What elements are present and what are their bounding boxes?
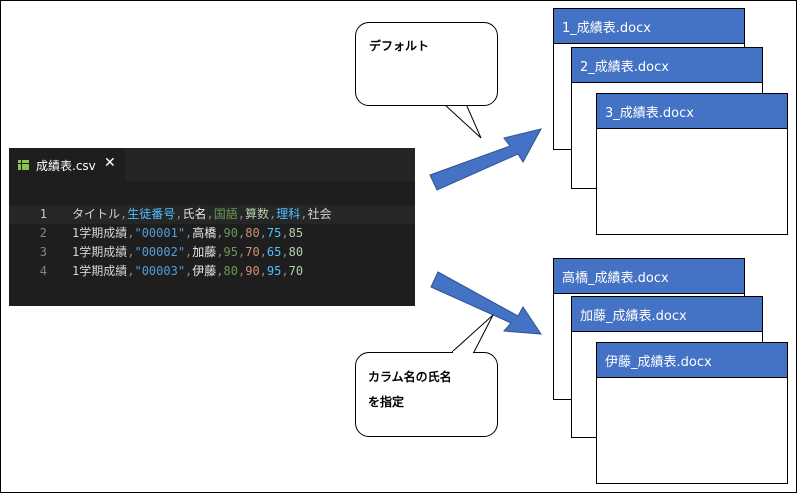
bubble-tail-default <box>443 103 482 139</box>
speech-bubble-default: デフォルト <box>355 22 498 106</box>
code-token: "00001" <box>134 226 186 240</box>
code-token: , <box>185 226 193 240</box>
code-token: 算数 <box>245 207 270 221</box>
table-file-icon <box>18 160 29 170</box>
bubble-tail-joint <box>453 351 473 355</box>
bubble-tail-joint <box>445 101 465 105</box>
editor-tab-bar: 成績表.csv ✕ <box>9 148 415 181</box>
code-token: , <box>281 264 289 278</box>
code-token: 85 <box>288 226 304 240</box>
code-token: 1学期成績 <box>72 226 128 240</box>
code-token: , <box>127 226 135 240</box>
code-token: , <box>237 264 246 278</box>
code-token: タイトル <box>72 207 121 221</box>
document-header: 加藤_成績表.docx <box>572 297 762 332</box>
line-number: 1 <box>39 207 47 221</box>
document-title: 伊藤_成績表.docx <box>605 355 712 370</box>
close-icon[interactable]: ✕ <box>104 155 116 171</box>
document-title: 1_成績表.docx <box>562 21 651 36</box>
code-token: "00003" <box>134 264 186 278</box>
code-token: 氏名 <box>182 207 207 221</box>
line-number: 3 <box>39 245 47 259</box>
code-token: 1学期成績 <box>72 245 128 259</box>
tab-label: 成績表.csv <box>36 159 96 173</box>
code-token: , <box>269 207 277 221</box>
code-token: 95 <box>223 245 238 259</box>
code-token: , <box>127 245 135 259</box>
code-token: , <box>175 207 183 221</box>
code-token: 1学期成績 <box>72 264 128 278</box>
code-token: 理科 <box>276 207 301 221</box>
code-token: , <box>259 226 267 240</box>
code-token: , <box>216 264 224 278</box>
bubble-tail-column <box>451 314 494 353</box>
code-token: 80 <box>245 226 260 240</box>
bubble-column-label-2: を指定 <box>368 395 405 409</box>
code-token: , <box>259 245 267 259</box>
document-header: 高橋_成績表.docx <box>554 259 744 294</box>
code-token: , <box>300 207 308 221</box>
code-token: , <box>281 245 289 259</box>
code-text: タイトル,生徒番号,氏名,国語,算数,理科,社会 <box>72 205 332 224</box>
code-token: 生徒番号 <box>127 207 176 221</box>
document-header: 3_成績表.docx <box>597 94 787 129</box>
code-text: 1学期成績,"00003",伊藤,80,90,95,70 <box>72 262 303 281</box>
code-token: 社会 <box>307 207 332 221</box>
document-header: 1_成績表.docx <box>554 9 744 44</box>
code-token: , <box>216 226 224 240</box>
code-token: 70 <box>288 264 304 278</box>
document-named-3: 伊藤_成績表.docx <box>596 342 788 484</box>
document-title: 加藤_成績表.docx <box>580 309 687 324</box>
document-default-3: 3_成績表.docx <box>596 93 788 235</box>
speech-bubble-column: カラム名の氏名 を指定 <box>355 352 498 437</box>
code-text: 1学期成績,"00002",加藤,95,70,65,80 <box>72 243 303 262</box>
code-token: 高橋 <box>192 226 217 240</box>
code-token: , <box>127 264 135 278</box>
code-token: , <box>216 245 224 259</box>
code-token: , <box>237 245 246 259</box>
code-token: 90 <box>245 264 260 278</box>
code-token: , <box>259 264 267 278</box>
code-token: , <box>206 207 214 221</box>
arrow-to-default-docs <box>429 128 542 191</box>
document-title: 3_成績表.docx <box>605 106 694 121</box>
code-token: 65 <box>266 245 282 259</box>
code-token: 90 <box>223 226 238 240</box>
bubble-column-label-1: カラム名の氏名 <box>368 370 452 384</box>
code-token: 伊藤 <box>192 264 217 278</box>
code-token: 国語 <box>213 207 238 221</box>
document-header: 2_成績表.docx <box>572 48 762 83</box>
code-token: 95 <box>266 264 282 278</box>
code-token: , <box>237 226 246 240</box>
document-title: 2_成績表.docx <box>580 60 669 75</box>
arrow-to-named-docs <box>430 271 542 335</box>
tab-csv-file[interactable]: 成績表.csv ✕ <box>9 148 125 181</box>
code-token: 加藤 <box>192 245 217 259</box>
code-token: , <box>281 226 289 240</box>
line-number: 4 <box>39 264 47 278</box>
code-token: , <box>237 207 245 221</box>
code-token: , <box>185 264 193 278</box>
document-header: 伊藤_成績表.docx <box>597 343 787 378</box>
code-token: 80 <box>288 245 304 259</box>
code-token: , <box>185 245 193 259</box>
code-token: 75 <box>266 226 282 240</box>
code-token: 70 <box>245 245 260 259</box>
code-token: "00002" <box>134 245 186 259</box>
code-token: 80 <box>223 264 238 278</box>
code-token: , <box>120 207 128 221</box>
document-title: 高橋_成績表.docx <box>562 271 669 286</box>
line-number: 2 <box>39 226 47 240</box>
bubble-default-label: デフォルト <box>369 39 430 53</box>
code-text: 1学期成績,"00001",高橋,90,80,75,85 <box>72 224 303 243</box>
